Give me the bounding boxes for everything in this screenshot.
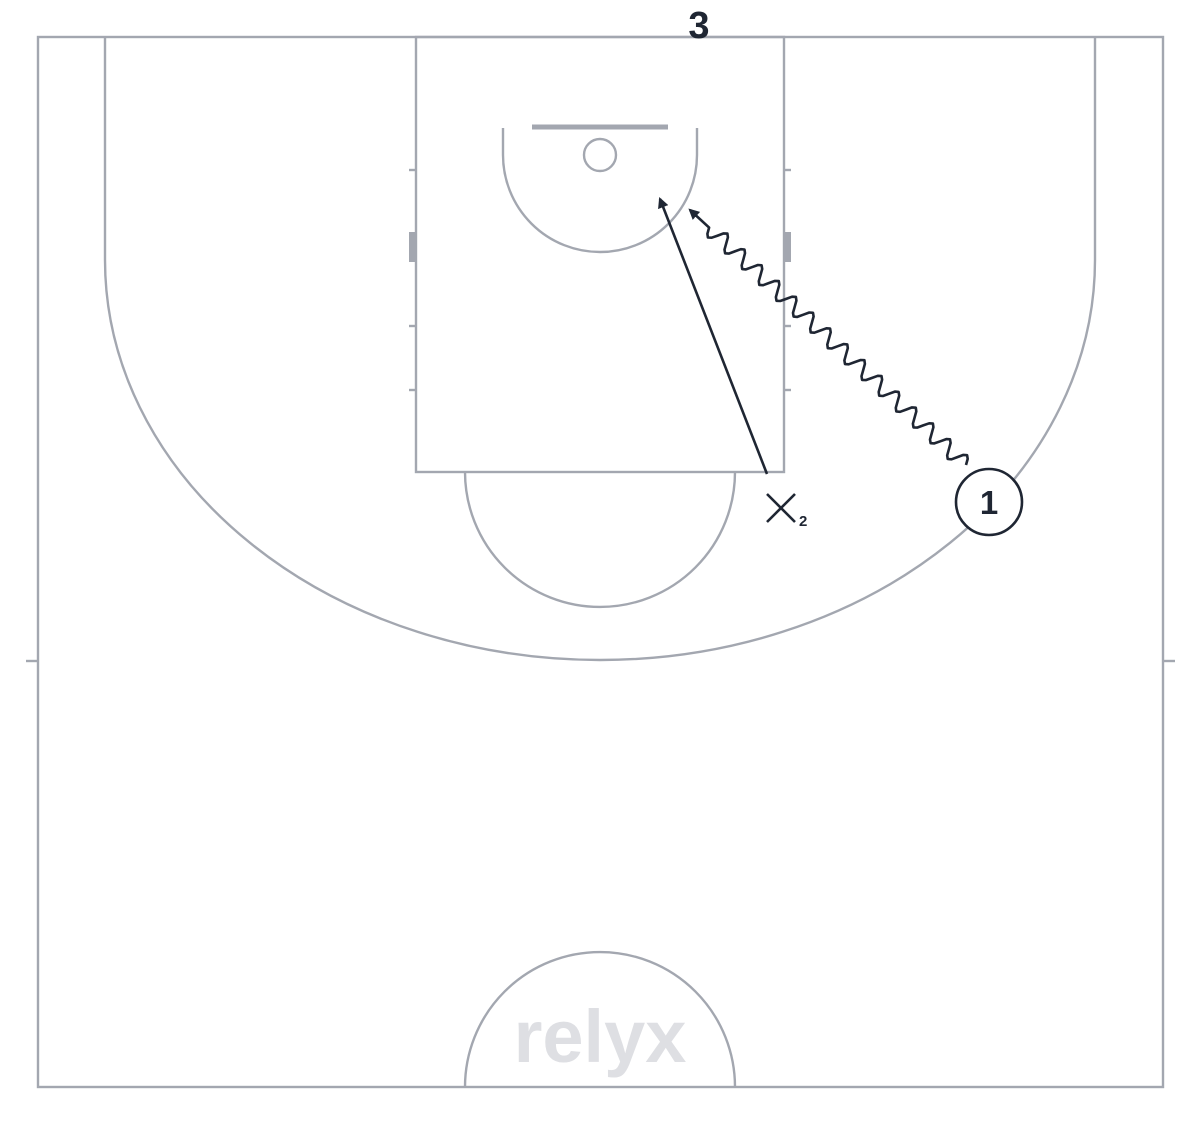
player-circle <box>954 467 1024 537</box>
free-throw-circle <box>463 471 737 609</box>
lane-block <box>784 232 791 262</box>
three-point-line <box>103 37 1097 662</box>
defender-label: 2 <box>799 513 807 530</box>
restricted-area-arc <box>501 128 699 254</box>
dribble-arrow <box>688 208 969 466</box>
lane-block <box>409 232 416 262</box>
court-boundary <box>36 35 1165 1089</box>
step-number: 3 <box>688 5 709 47</box>
defender-x-mark <box>766 493 796 523</box>
player-label: 1 <box>980 484 998 521</box>
relyx-logo: relyx <box>514 995 687 1078</box>
defender-x2: 2 <box>766 493 807 530</box>
offense-player-1: 1 <box>954 467 1024 537</box>
center-circle <box>463 950 737 1088</box>
rim <box>582 137 618 173</box>
cut-arrow <box>658 196 769 475</box>
